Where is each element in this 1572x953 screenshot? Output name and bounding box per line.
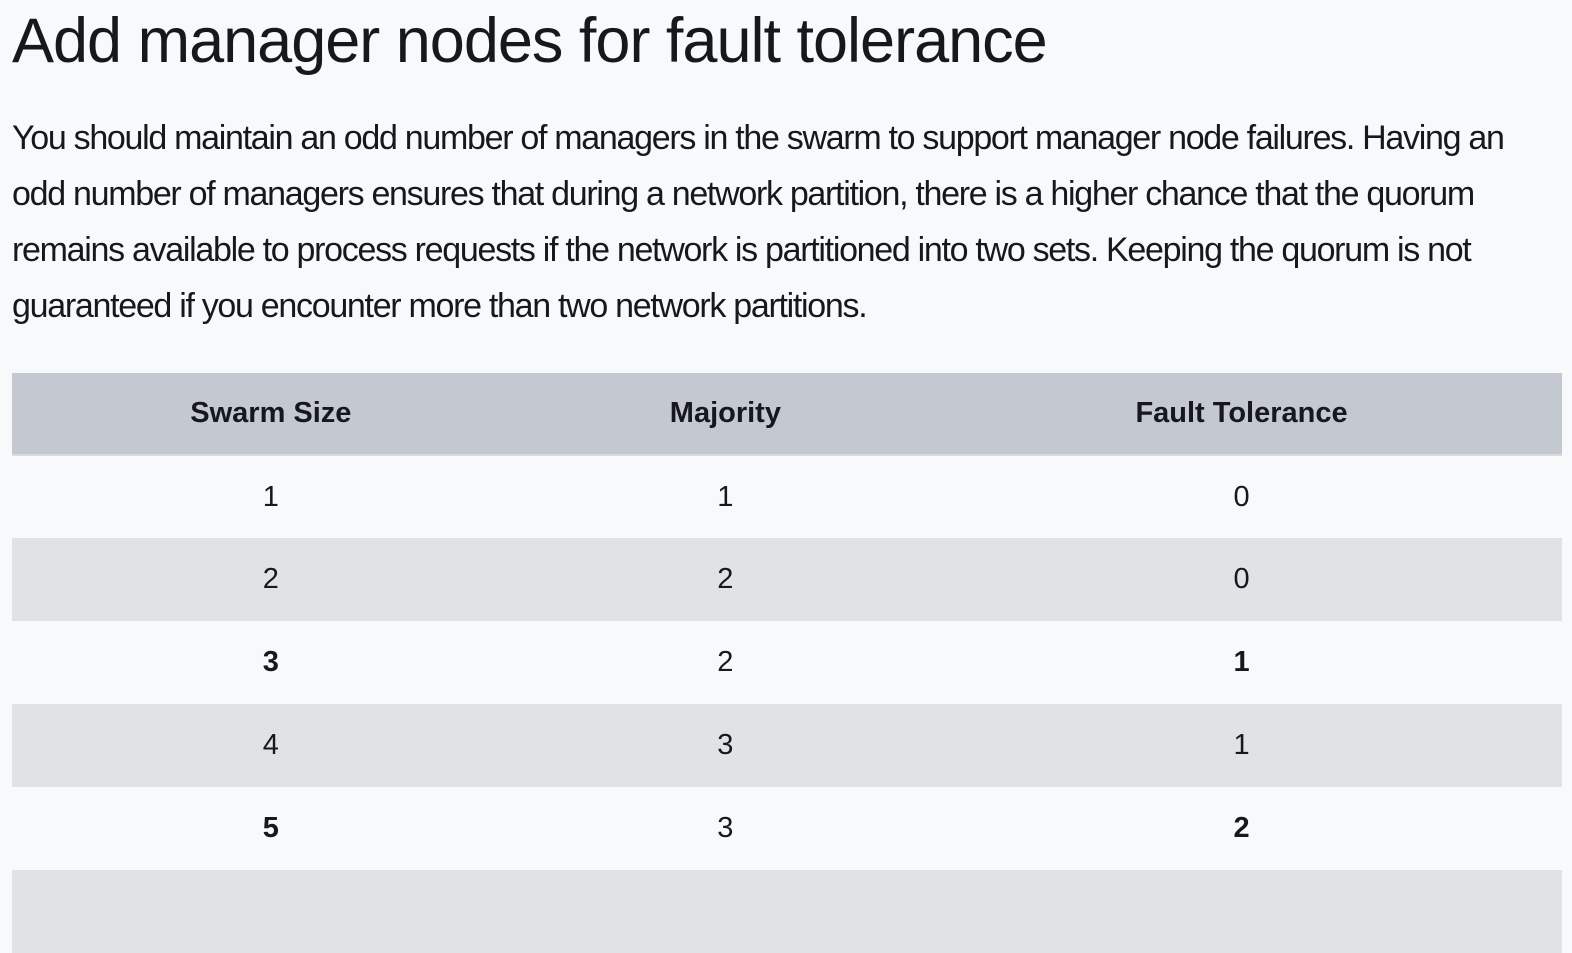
table-row-partial	[12, 870, 1562, 953]
table-cell: 3	[262, 646, 279, 678]
paragraph-line: You should maintain an odd number of man…	[12, 119, 1505, 157]
table-cell: 0	[1233, 480, 1250, 513]
table-cell: 2	[529, 538, 922, 621]
paragraph-line: remains available to process requests if…	[12, 231, 1472, 269]
table-cell	[529, 870, 922, 953]
column-header-swarm-size: Swarm Size	[12, 373, 530, 456]
column-header-majority: Majority	[529, 373, 922, 456]
intro-paragraph: You should maintain an odd number of man…	[12, 110, 1562, 334]
paragraph-line: odd number of managers ensures that duri…	[12, 175, 1475, 213]
table-cell: 3	[529, 704, 922, 787]
table-row: 1 1 0	[12, 455, 1562, 538]
page-title: Add manager nodes for fault tolerance	[12, 6, 1048, 76]
table-cell: 3	[717, 812, 734, 844]
table-cell: 1	[717, 480, 734, 513]
table-cell: 2	[1233, 812, 1250, 844]
table-cell	[12, 870, 530, 953]
table-cell: 1	[1233, 646, 1250, 678]
column-header-fault-tolerance: Fault Tolerance	[921, 373, 1562, 456]
table-cell: 1	[921, 704, 1562, 787]
paragraph-line: guaranteed if you encounter more than tw…	[12, 287, 868, 325]
table-cell: 4	[12, 704, 530, 787]
table-cell: 2	[12, 538, 530, 621]
table-row: 3 2 1	[12, 621, 1562, 704]
table-cell: 5	[262, 812, 279, 844]
table-row: 5 3 2	[12, 787, 1562, 870]
table-cell: 2	[717, 646, 734, 678]
page: { "page": { "background": "#f8f9fa", "te…	[12, 6, 1562, 953]
table-cell	[921, 870, 1562, 953]
table-cell: 0	[921, 538, 1562, 621]
table-header-row: Swarm Size Majority Fault Tolerance	[12, 373, 1562, 456]
table-cell: 1	[262, 480, 279, 513]
